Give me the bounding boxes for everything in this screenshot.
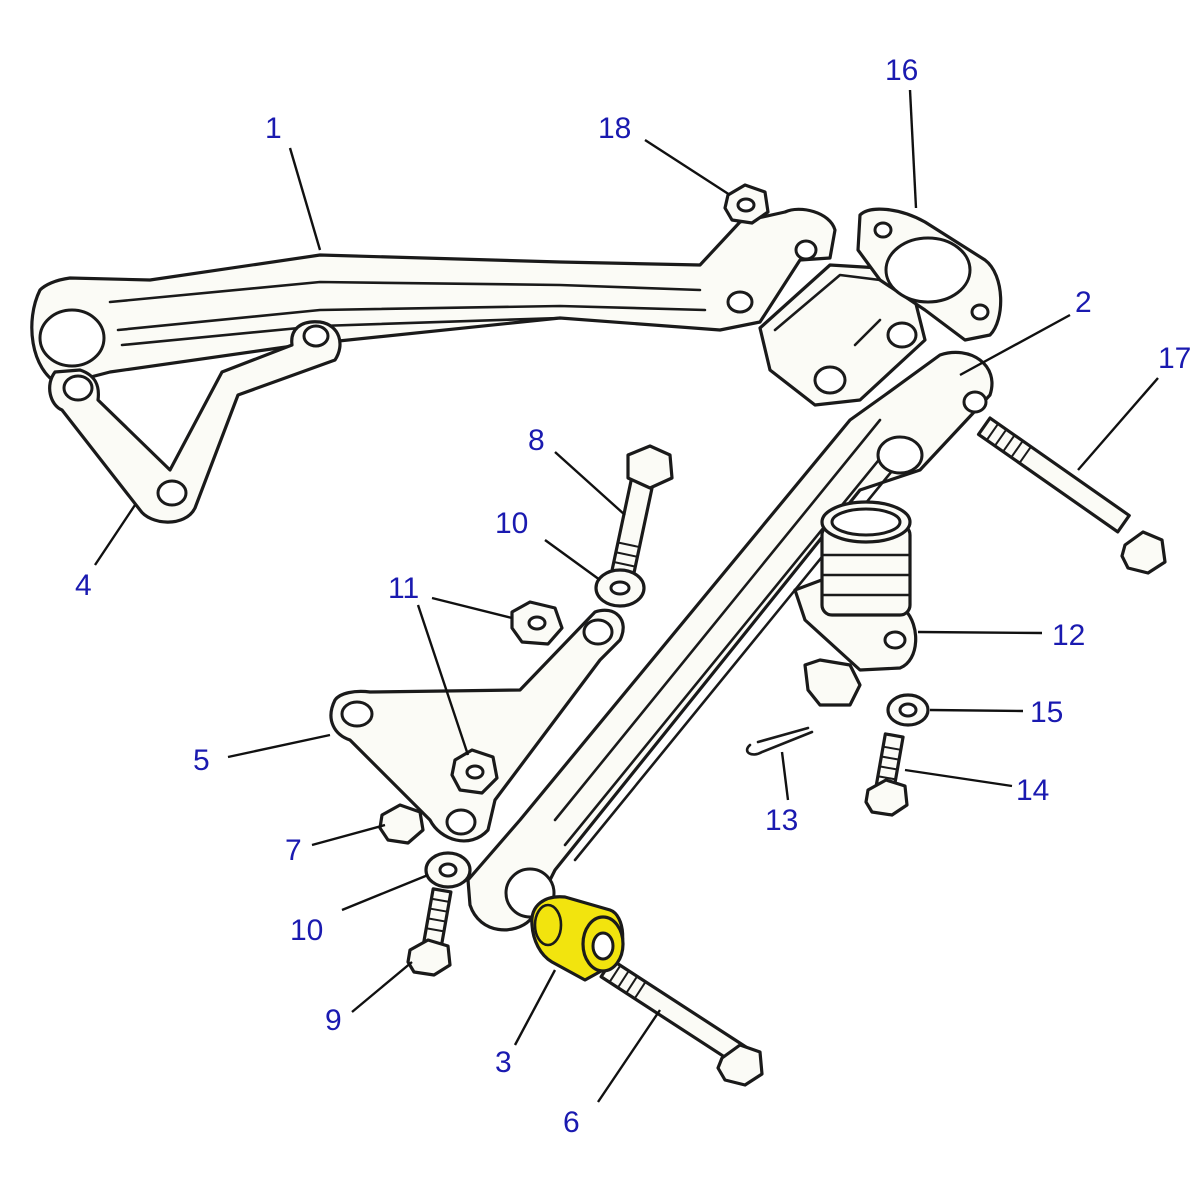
callout-17: 17 — [1158, 342, 1191, 375]
callout-14: 14 — [1016, 774, 1049, 807]
part-10-washer-upper — [594, 568, 646, 608]
callout-1: 1 — [265, 112, 282, 145]
part-13-split-pin — [745, 726, 814, 756]
part-6-long-bolt — [599, 958, 764, 1087]
callout-10-lower: 10 — [290, 914, 323, 947]
callout-9: 9 — [325, 1004, 342, 1037]
part-5-bracket-plate — [329, 608, 625, 843]
part-9-bolt — [406, 887, 453, 977]
callout-8: 8 — [528, 424, 545, 457]
part-10-washer-lower — [424, 851, 472, 889]
callout-18: 18 — [598, 112, 631, 145]
callout-13: 13 — [765, 804, 798, 837]
part-18-nut — [723, 183, 770, 225]
callout-15: 15 — [1030, 696, 1063, 729]
leader-lines — [94, 89, 1159, 1103]
callout-6: 6 — [563, 1106, 580, 1139]
part-15-washer — [886, 693, 930, 727]
pivot-block — [758, 263, 927, 407]
callout-11: 11 — [388, 572, 419, 605]
callout-5: 5 — [193, 744, 210, 777]
callout-7: 7 — [285, 834, 302, 867]
callout-3: 3 — [495, 1046, 512, 1079]
part-3-bush-highlighted — [530, 895, 625, 982]
callout-12: 12 — [1052, 619, 1085, 652]
callout-10-upper: 10 — [495, 507, 528, 540]
part-17-long-bolt — [976, 416, 1167, 575]
part-2-lower-arm — [466, 350, 994, 932]
part-12-ball-joint — [793, 500, 918, 707]
part-8-bolt — [607, 444, 674, 591]
part-11-nut-upper — [510, 600, 564, 646]
callout-4: 4 — [75, 569, 92, 602]
callout-2: 2 — [1075, 286, 1092, 319]
callout-16: 16 — [885, 54, 918, 87]
part-1-upper-arm — [30, 207, 837, 387]
callout-labels: 1 2 3 4 5 6 7 8 9 10 10 11 12 13 14 15 1… — [75, 54, 1191, 1139]
part-14-bolt — [864, 732, 909, 817]
part-4-bracket-plate — [48, 320, 342, 524]
part-16-flange-housing — [856, 207, 1003, 342]
part-7-nut — [378, 803, 425, 845]
part-11-nut-lower — [450, 748, 499, 795]
